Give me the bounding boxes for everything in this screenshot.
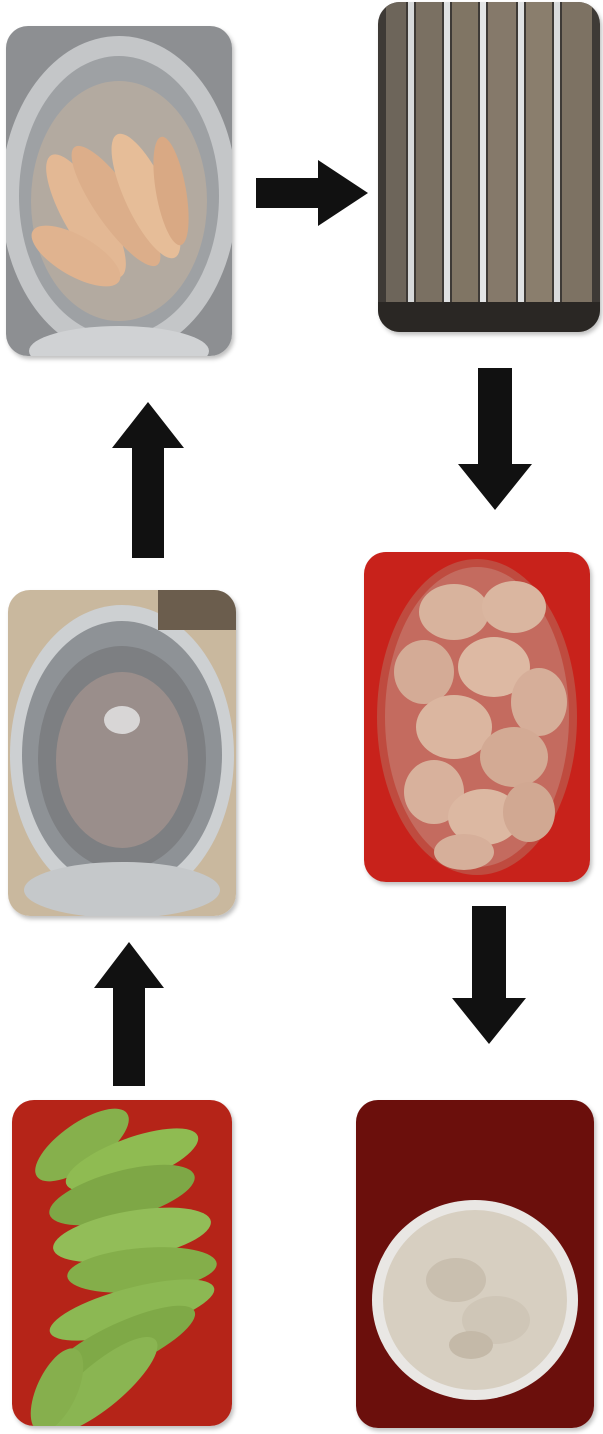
arrow-right-icon <box>256 160 368 226</box>
arrow-down-icon <box>452 906 526 1044</box>
dried-slices-image <box>364 552 590 882</box>
empty-steel-vessel-image <box>8 590 236 916</box>
peeled-bananas-in-vessel-image <box>6 26 232 356</box>
green-bananas-image <box>12 1100 232 1426</box>
arrow-down-icon <box>458 368 532 510</box>
arrow-up-icon <box>94 942 164 1086</box>
flour-bowl-image <box>356 1100 594 1428</box>
drying-trays-image <box>378 2 600 332</box>
arrow-up-icon <box>112 402 184 558</box>
